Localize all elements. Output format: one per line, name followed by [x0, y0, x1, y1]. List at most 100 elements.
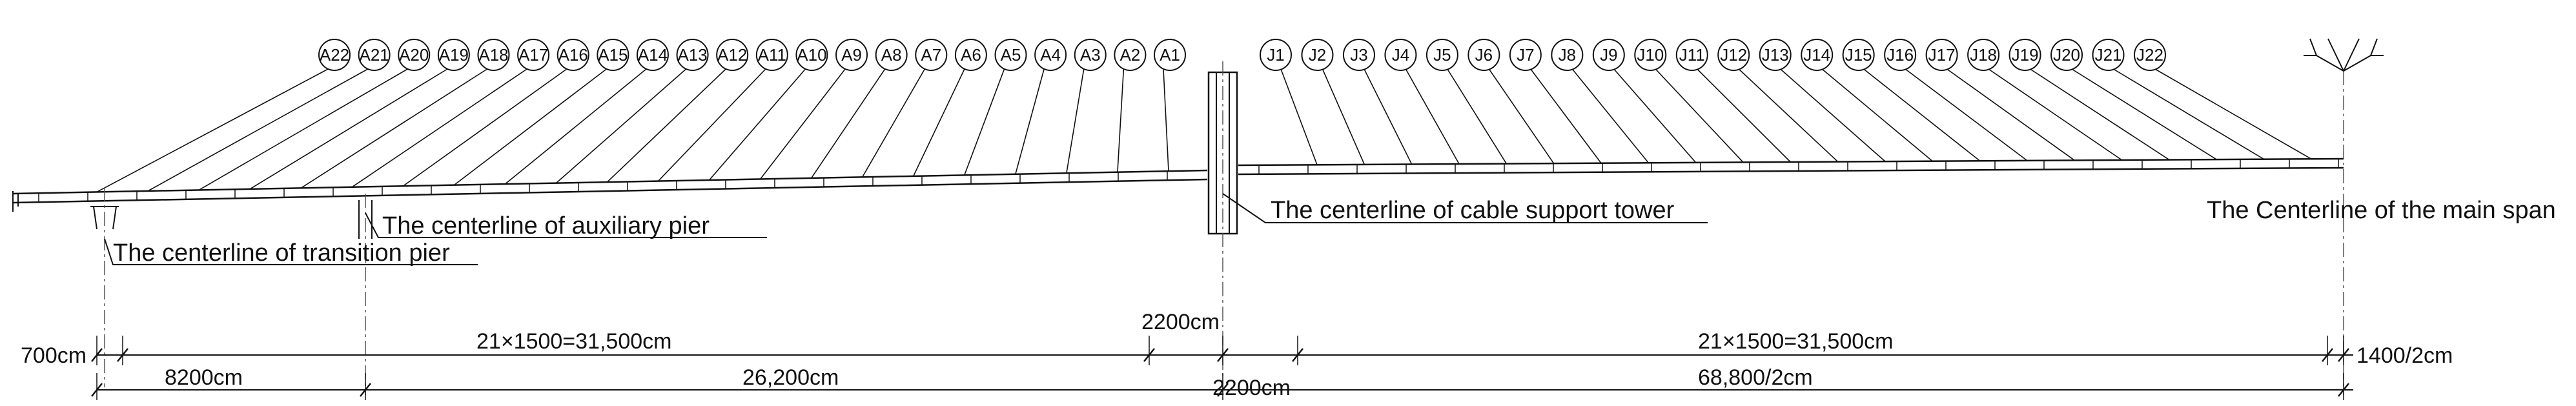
- cable-label-circle: [1154, 39, 1186, 71]
- stay-cable-a13: [555, 68, 687, 184]
- cable-label-text: A6: [961, 45, 981, 65]
- cable-label-circle: [358, 39, 391, 71]
- cable-label-text: A20: [399, 45, 429, 65]
- stay-cable-j8: [1571, 68, 1649, 163]
- cable-label-a17: A17: [517, 39, 550, 71]
- cable-label-j19: J19: [2009, 39, 2041, 71]
- cable-label-a12: A12: [716, 39, 749, 71]
- cable-label-j17: J17: [1925, 39, 1958, 71]
- cable-label-circle: [1967, 39, 2000, 71]
- auxiliary-pier-label: The centerline of auxiliary pier: [382, 212, 710, 239]
- cable-label-text: A8: [881, 45, 902, 65]
- cable-label-circle: [1426, 39, 1458, 71]
- cable-label-circle: [1592, 39, 1625, 71]
- cable-label-circle: [1717, 39, 1750, 71]
- cable-label-circle: [1675, 39, 1708, 71]
- symmetry-symbol: [2304, 38, 2384, 72]
- dim-tower-bottom: 2200cm: [1212, 376, 1291, 400]
- cable-label-a6: A6: [954, 39, 987, 71]
- tower-label-leader: [1222, 193, 1708, 223]
- cable-label-text: A10: [797, 45, 826, 65]
- stay-cable-a12: [606, 68, 726, 183]
- stay-cable-a19: [249, 68, 448, 190]
- stay-cable-j1: [1280, 68, 1318, 165]
- cable-label-text: J7: [1517, 45, 1534, 65]
- cable-label-circle: [1925, 39, 1958, 71]
- stay-cable-j21: [2113, 68, 2265, 160]
- stay-cable-a15: [453, 68, 607, 186]
- stay-cable-j6: [1488, 68, 1555, 164]
- cable-label-j16: J16: [1884, 39, 1917, 71]
- stay-cable-j9: [1613, 68, 1697, 163]
- stay-cable-a18: [300, 68, 487, 188]
- cable-label-text: J22: [2136, 45, 2163, 65]
- cable-label-circle: [875, 39, 908, 71]
- cable-label-j10: J10: [1634, 39, 1667, 71]
- stay-cable-j4: [1405, 68, 1460, 165]
- stay-cables: [96, 68, 2312, 193]
- cable-label-j18: J18: [1967, 39, 2000, 71]
- cable-label-j12: J12: [1717, 39, 1750, 71]
- cable-label-circle: [398, 39, 431, 71]
- cable-label-text: A17: [518, 45, 548, 65]
- auxiliary-label-leader: [365, 212, 767, 238]
- dim-68800cm: 68,800/2cm: [1698, 365, 1813, 390]
- cable-label-text: A12: [717, 45, 747, 65]
- transition-pier: [90, 187, 478, 387]
- dim-8200cm: 8200cm: [165, 365, 243, 390]
- cable-label-text: J11: [1679, 45, 1705, 65]
- stay-cable-j19: [2030, 68, 2170, 161]
- cable-label-circle: [716, 39, 749, 71]
- stay-cable-j7: [1530, 68, 1602, 164]
- left-deck-bottom: [12, 178, 1208, 204]
- cable-label-circle: [1759, 39, 1792, 71]
- cable-label-circle: [517, 39, 550, 71]
- stay-cable-a20: [198, 68, 408, 191]
- stay-cable-j11: [1697, 68, 1791, 163]
- cable-label-text: A21: [359, 45, 389, 65]
- stay-cable-j5: [1447, 68, 1508, 164]
- cable-label-a15: A15: [597, 39, 629, 71]
- dim-left-cable-spacing: 21×1500=31,500cm: [476, 329, 671, 354]
- cable-label-circle: [1034, 39, 1067, 71]
- cable-label-circle: [2134, 39, 2166, 71]
- cable-label-a21: A21: [358, 39, 391, 71]
- cable-label-text: A7: [921, 45, 941, 65]
- cable-label-a7: A7: [915, 39, 948, 71]
- stay-cable-a8: [811, 68, 886, 179]
- cable-label-a13: A13: [676, 39, 709, 71]
- stay-cable-j17: [1947, 68, 2075, 161]
- stay-cable-a9: [759, 68, 846, 179]
- cable-label-text: J5: [1433, 45, 1451, 65]
- cable-label-text: J16: [1886, 45, 1914, 65]
- cable-label-circle: [1114, 39, 1147, 71]
- cable-label-text: J2: [1309, 45, 1326, 65]
- cable-label-a1: A1: [1154, 39, 1186, 71]
- stay-cable-j22: [2154, 68, 2312, 159]
- cable-label-text: A18: [478, 45, 508, 65]
- stay-cable-j15: [1863, 68, 1981, 161]
- stay-cable-a10: [708, 68, 806, 181]
- cable-label-a11: A11: [755, 39, 788, 71]
- cable-label-a19: A19: [437, 39, 470, 71]
- cable-label-a2: A2: [1114, 39, 1147, 71]
- cable-label-circle: [1634, 39, 1667, 71]
- cable-label-circle: [1509, 39, 1542, 71]
- cable-label-text: A15: [598, 45, 628, 65]
- cable-label-circle: [557, 39, 589, 71]
- cable-label-j11: J11: [1675, 39, 1708, 71]
- cable-label-j4: J4: [1384, 39, 1417, 71]
- stay-cable-a11: [657, 68, 766, 182]
- cable-label-j13: J13: [1759, 39, 1792, 71]
- cable-label-j5: J5: [1426, 39, 1458, 71]
- cable-label-text: A5: [1001, 45, 1021, 65]
- cable-label-a10: A10: [795, 39, 828, 71]
- cable-label-text: A16: [558, 45, 588, 65]
- cable-label-text: A19: [439, 45, 469, 65]
- stay-cable-a16: [402, 68, 567, 187]
- cable-label-j14: J14: [1801, 39, 1834, 71]
- stay-cable-a21: [147, 68, 369, 192]
- transition-pier-label: The centerline of transition pier: [113, 239, 450, 267]
- cable-label-a14: A14: [636, 39, 669, 71]
